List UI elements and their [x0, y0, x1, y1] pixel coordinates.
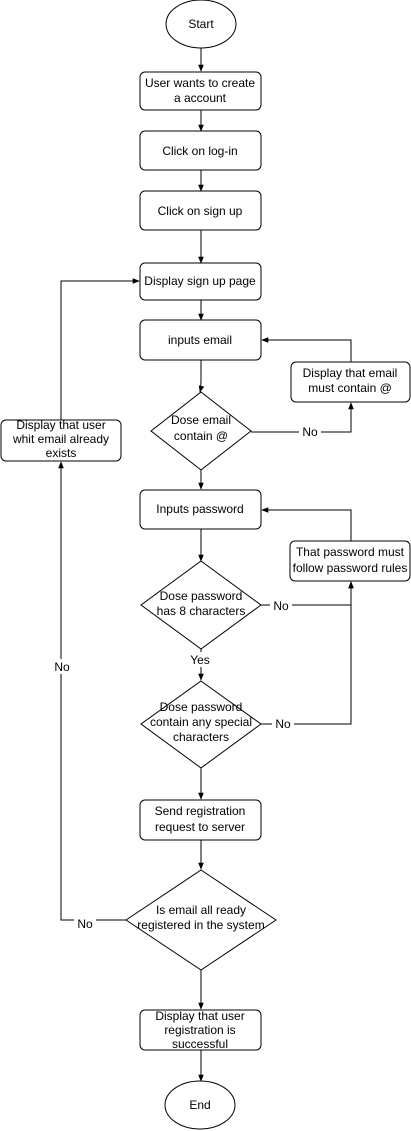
display-signup-label: Display sign up page — [144, 274, 256, 288]
password-length-line-2: has 8 characters — [157, 604, 246, 618]
email-error-line-1: Display that email — [303, 366, 398, 380]
edge-email-to-check — [198, 360, 205, 393]
success-line-3: successful — [172, 1037, 228, 1051]
send-request-node: Send registration request to server — [139, 799, 262, 841]
password-rules-line-1: That password must — [296, 545, 405, 559]
inputs-email-label: inputs email — [168, 333, 232, 347]
email-exists-line-3: exists — [46, 446, 77, 460]
email-error-line-2: must contain @ — [308, 381, 392, 395]
registered-line-2: registered in the system — [137, 918, 264, 932]
create-account-line-1: User wants to create — [145, 76, 255, 90]
inputs-email-node: inputs email — [139, 319, 262, 361]
success-line-2: registration is — [164, 1023, 235, 1037]
inputs-password-label: Inputs password — [156, 502, 243, 516]
edge-check-no-to-error — [251, 402, 354, 433]
click-login-label: Click on log-in — [162, 144, 237, 158]
password-length-decision: Dose password has 8 characters — [140, 560, 262, 650]
edge-label-length-no: No — [273, 599, 289, 613]
create-account-node: User wants to create a account — [139, 71, 262, 111]
edge-label-registered-no: No — [77, 917, 93, 931]
email-error-node: Display that email must contain @ — [290, 361, 411, 403]
start-node: Start — [165, 0, 237, 49]
registered-line-1: Is email all ready — [156, 903, 246, 917]
edge-labels: No No Yes No No No — [51, 424, 321, 931]
success-node: Display that user registration is succes… — [139, 1009, 262, 1051]
password-special-line-1: Dose password — [160, 700, 243, 714]
password-rules-line-2: follow password rules — [293, 561, 408, 575]
click-login-node: Click on log-in — [139, 130, 262, 171]
edge-exists-to-display — [60, 278, 140, 420]
email-exists-line-1: Display that user — [16, 418, 105, 432]
email-check-line-1: Dose email — [171, 413, 231, 427]
password-rules-node: That password must follow password rules — [289, 540, 411, 582]
registered-decision: Is email all ready registered in the sys… — [125, 869, 277, 971]
edge-label-exists-no: No — [54, 660, 70, 674]
password-special-line-2: contain any special — [150, 715, 252, 729]
email-exists-line-2: whit email already — [12, 432, 109, 446]
create-account-line-2: a account — [174, 91, 227, 105]
click-signup-label: Click on sign up — [158, 204, 243, 218]
display-signup-node: Display sign up page — [139, 262, 262, 301]
edge-registered-no-to-exists — [58, 461, 126, 921]
end-label: End — [189, 1098, 210, 1112]
password-special-decision: Dose password contain any special charac… — [140, 680, 262, 769]
click-signup-node: Click on sign up — [139, 190, 262, 231]
send-request-line-2: request to server — [155, 820, 245, 834]
edge-label-email-no: No — [302, 425, 318, 439]
password-special-line-3: characters — [173, 730, 229, 744]
email-exists-node: Display that user whit email already exi… — [0, 418, 122, 462]
edge-rules-to-password — [261, 507, 352, 541]
edge-label-special-no: No — [275, 717, 291, 731]
edge-label-length-yes: Yes — [190, 653, 210, 667]
start-label: Start — [188, 17, 214, 31]
password-length-line-1: Dose password — [160, 589, 243, 603]
edge-error-to-email — [261, 337, 352, 362]
end-node: End — [164, 1080, 236, 1130]
email-check-line-2: contain @ — [174, 429, 228, 443]
inputs-password-node: Inputs password — [139, 489, 262, 530]
email-check-decision: Dose email contain @ — [150, 391, 252, 471]
success-line-1: Display that user — [155, 1009, 244, 1023]
send-request-line-1: Send registration — [155, 804, 246, 818]
